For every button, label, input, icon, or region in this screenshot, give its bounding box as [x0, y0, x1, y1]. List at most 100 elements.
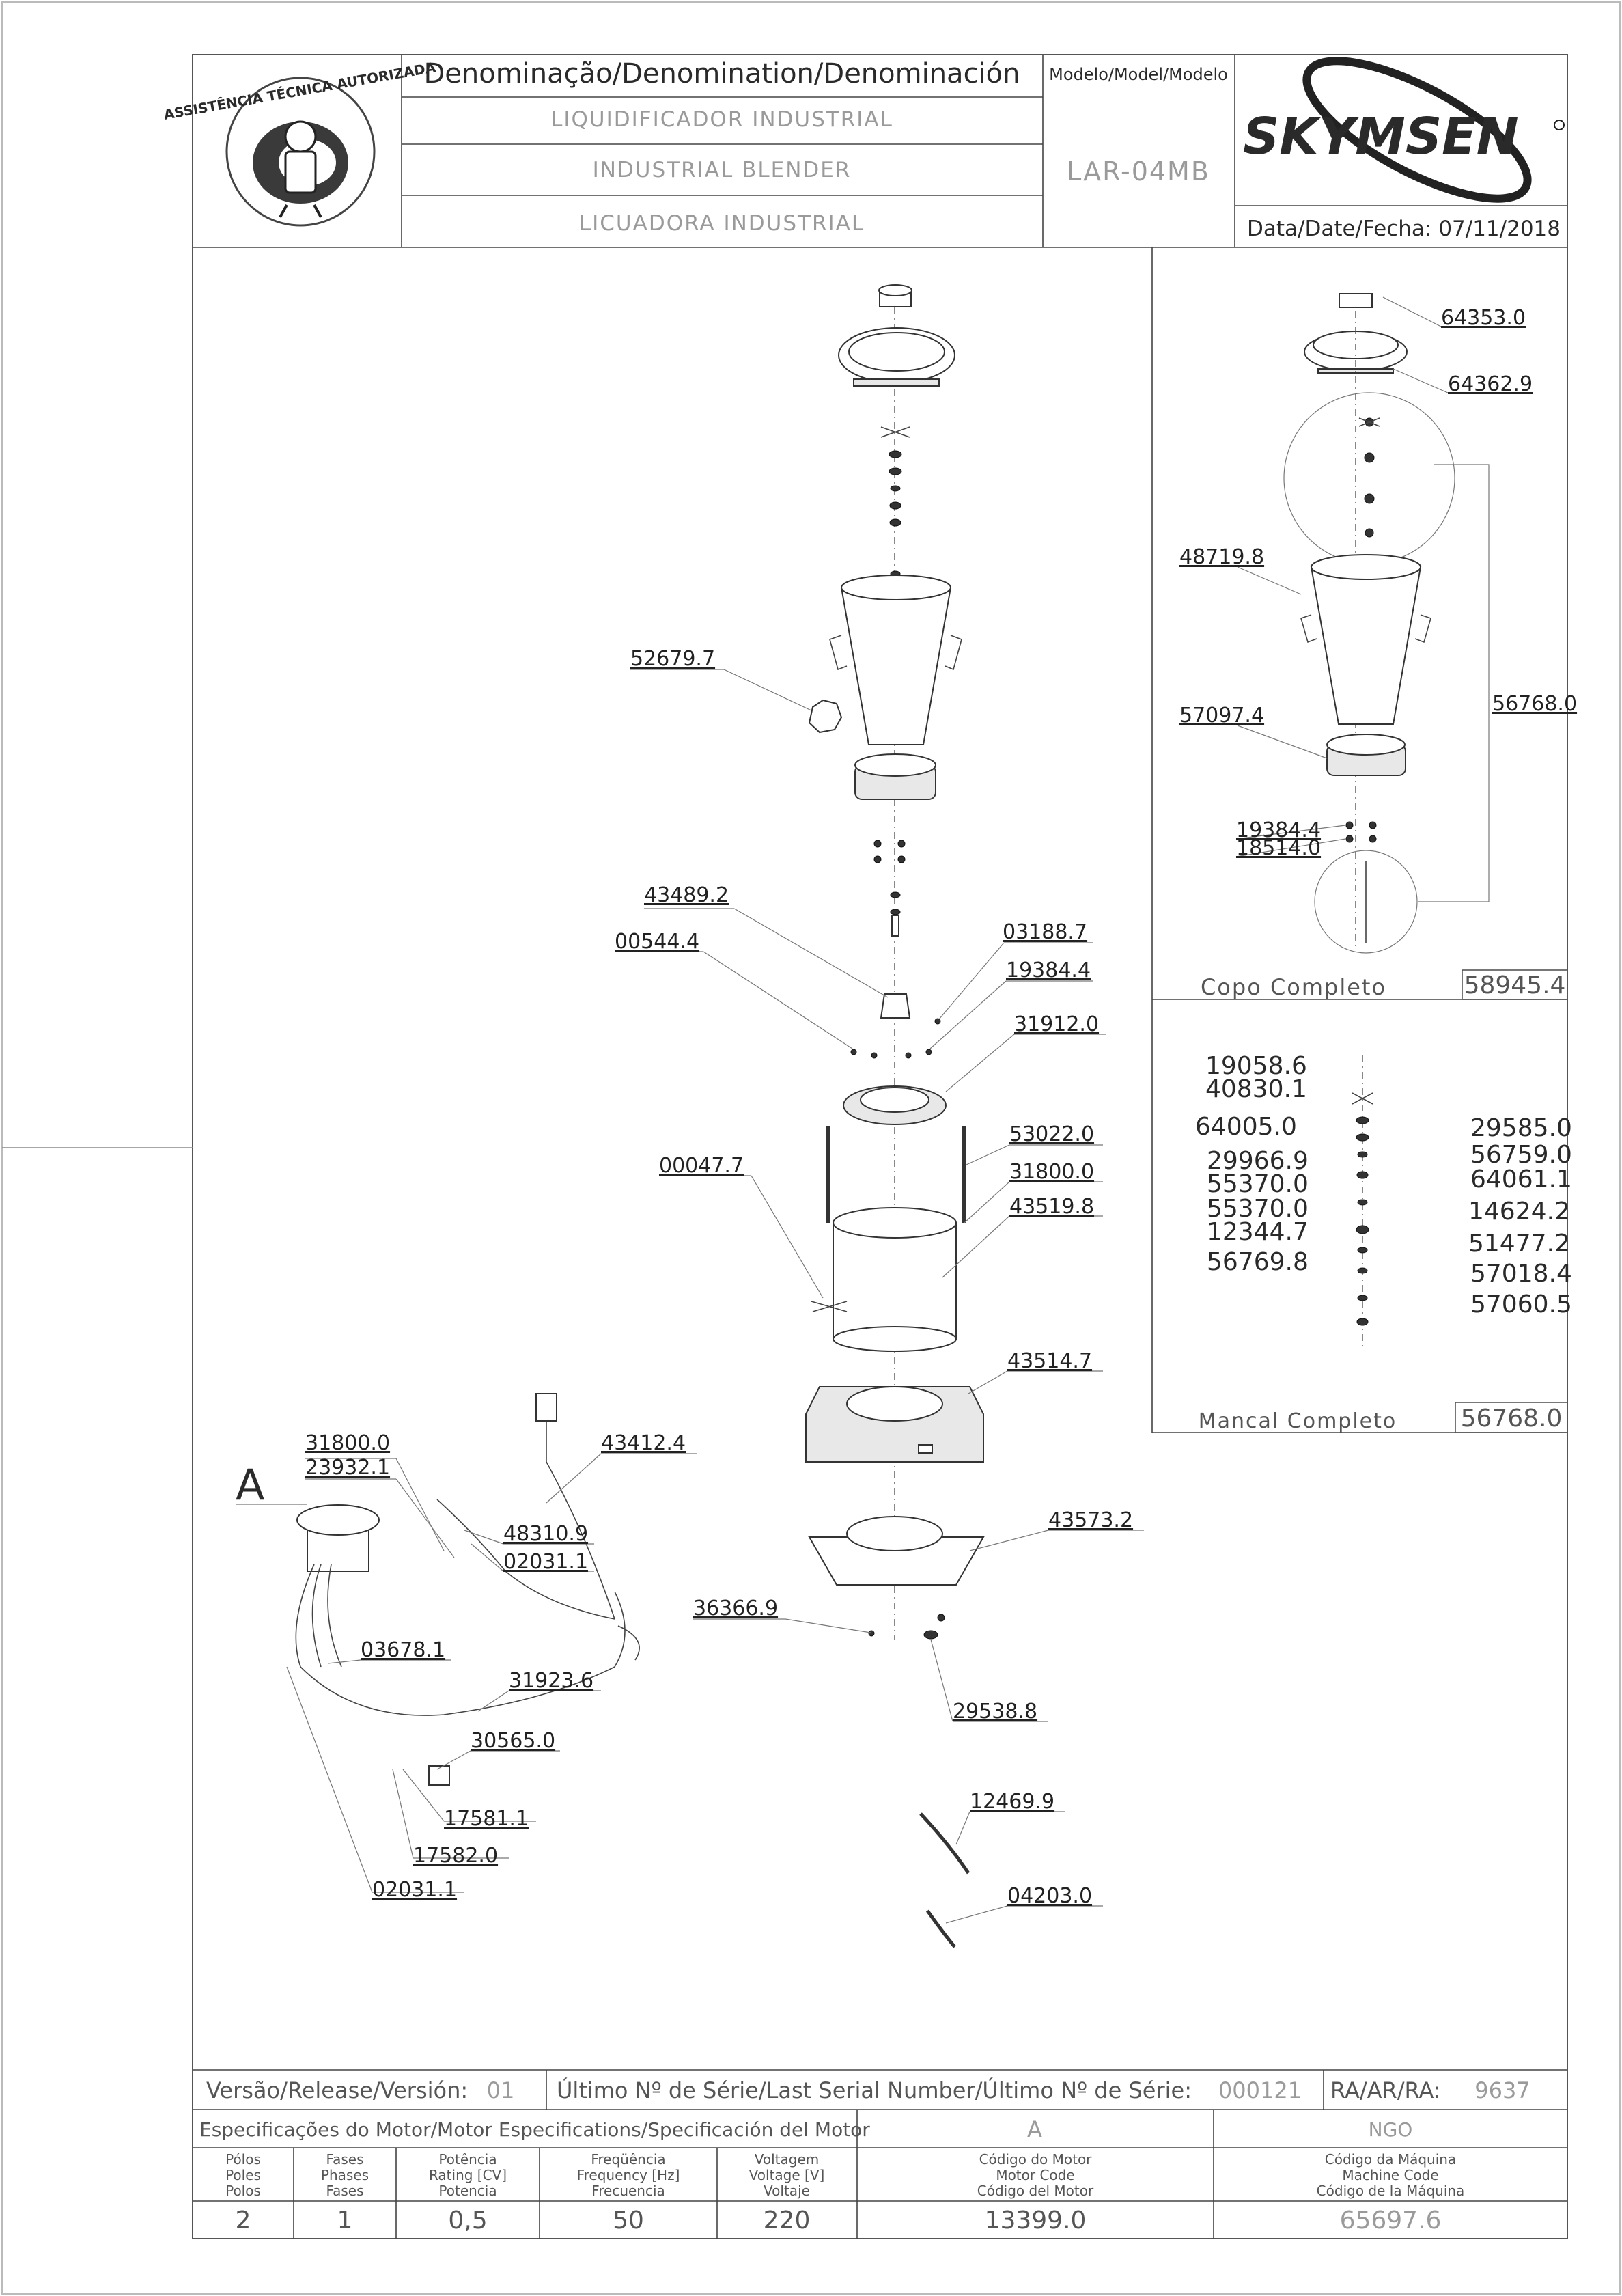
part-label-27: 04203.0	[1007, 1884, 1092, 1908]
date-value: 07/11/2018	[1438, 217, 1561, 241]
part-label-10: 43519.8	[1009, 1195, 1094, 1219]
part-label-1: 52679.7	[630, 647, 715, 671]
part-label-2: 43489.2	[644, 883, 729, 907]
copo-code: 58945.4	[1464, 971, 1566, 999]
machine-code-value: 65697.6	[1340, 2207, 1442, 2235]
mancal-right-code-1: 29585.0	[1470, 1114, 1572, 1142]
authorized-service-seal: ASSISTÊNCIA TÉCNICA AUTORIZADA	[163, 59, 437, 227]
part-label-14: 23932.1	[305, 1456, 390, 1480]
col7-h3: Código de la Máquina	[1317, 2183, 1465, 2199]
part-label-17: 43573.2	[1048, 1508, 1133, 1532]
serial-label: Último Nº de Série/Last Serial Number/Úl…	[557, 2077, 1192, 2103]
col4-h2: Frequency [Hz]	[577, 2167, 680, 2183]
mancal-code: 56768.0	[1461, 1405, 1563, 1433]
col7-h2: Machine Code	[1342, 2167, 1438, 2183]
part-label-26: 12469.9	[970, 1790, 1054, 1814]
col3-h3: Potencia	[438, 2183, 497, 2199]
skymsen-logo: SKYMSEN	[1243, 57, 1565, 203]
poles-value: 2	[236, 2207, 251, 2235]
col5-h3: Voltaje	[764, 2183, 810, 2199]
product-name-en: INDUSTRIAL BLENDER	[593, 158, 852, 182]
copo-label-6: 19384.4	[1236, 818, 1321, 842]
col4-h3: Frecuencia	[591, 2183, 665, 2199]
mancal-right-code-7: 57060.5	[1470, 1290, 1572, 1318]
part-label-18: 36366.9	[693, 1596, 778, 1620]
product-name-pt: LIQUIDIFICADOR INDUSTRIAL	[550, 107, 893, 132]
copo-completo-panel: Copo Completo 58945.4 64353.0 64362.9 48…	[1151, 247, 1577, 1433]
motor-code-value: 13399.0	[985, 2207, 1087, 2235]
part-label-3: 00544.4	[615, 930, 699, 954]
col6-h3: Código del Motor	[977, 2183, 1094, 2199]
ra-label: RA/AR/RA:	[1330, 2077, 1441, 2103]
motor-spec-label: Especificações do Motor/Motor Especifica…	[199, 2118, 870, 2141]
part-label-22: 30565.0	[471, 1729, 555, 1753]
copo-label-5: 56768.0	[1492, 692, 1577, 716]
version-value: 01	[487, 2077, 515, 2103]
voltage-value: 220	[764, 2207, 811, 2235]
part-label-23: 17581.1	[444, 1807, 529, 1831]
mancal-left-code-2: 40830.1	[1205, 1075, 1307, 1103]
mancal-left-code-5: 55370.0	[1207, 1170, 1309, 1198]
copo-label-3: 48719.8	[1179, 545, 1264, 569]
mancal-right-code-4: 14624.2	[1468, 1198, 1570, 1226]
mancal-left-code-8: 56769.8	[1207, 1248, 1309, 1276]
mancal-right-code-3: 64061.1	[1470, 1165, 1572, 1193]
col3-h1: Potência	[438, 2151, 497, 2168]
motor-letter: A	[1027, 2116, 1042, 2142]
part-label-21: 29538.8	[953, 1700, 1037, 1724]
part-label-19: 03678.1	[361, 1638, 445, 1662]
part-label-12: 43412.4	[601, 1431, 686, 1455]
model-label: Modelo/Model/Modelo	[1049, 65, 1228, 84]
main-exploded-view: A 52679.7 43489.2 00544.4 03188.7 19384.…	[236, 284, 1144, 1948]
col5-h2: Voltage [V]	[749, 2167, 825, 2183]
brand-name: SKYMSEN	[1243, 107, 1519, 166]
mancal-left-code-7: 12344.7	[1207, 1218, 1309, 1246]
col2-h1: Fases	[326, 2151, 363, 2168]
col5-h1: Voltagem	[755, 2151, 820, 2168]
part-label-8: 00047.7	[659, 1154, 744, 1178]
mancal-left-code-1: 19058.6	[1205, 1052, 1307, 1080]
part-label-24: 17582.0	[413, 1844, 498, 1868]
product-name-es: LICUADORA INDUSTRIAL	[579, 211, 865, 236]
title-block: Denominação/Denomination/Denominación LI…	[193, 55, 1567, 248]
part-label-20: 31923.6	[509, 1669, 593, 1693]
col6-h1: Código do Motor	[979, 2151, 1093, 2168]
part-label-9: 31800.0	[1009, 1160, 1094, 1184]
version-label: Versão/Release/Versión:	[206, 2077, 468, 2103]
col1-h3: Polos	[225, 2183, 261, 2199]
denomination-heading: Denominação/Denomination/Denominación	[423, 58, 1020, 89]
frequency-value: 50	[613, 2207, 644, 2235]
col4-h1: Freqüência	[591, 2151, 665, 2168]
part-label-25: 02031.1	[372, 1878, 457, 1902]
part-label-15: 48310.9	[503, 1522, 588, 1546]
col6-h2: Motor Code	[996, 2167, 1074, 2183]
col3-h2: Rating [CV]	[429, 2167, 507, 2183]
mancal-right-code-5: 51477.2	[1468, 1230, 1570, 1258]
part-label-5: 19384.4	[1006, 958, 1091, 982]
mancal-left-code-6: 55370.0	[1207, 1195, 1309, 1223]
part-label-6: 31912.0	[1014, 1012, 1099, 1036]
part-label-7: 53022.0	[1009, 1122, 1094, 1146]
copo-label-1: 64353.0	[1441, 306, 1526, 330]
part-label-16: 02031.1	[503, 1550, 588, 1574]
copo-title: Copo Completo	[1201, 974, 1386, 1000]
part-label-11: 43514.7	[1007, 1349, 1092, 1373]
ra-value: 9637	[1474, 2077, 1530, 2103]
col7-h1: Código da Máquina	[1325, 2151, 1456, 2168]
date-label: Data/Date/Fecha:	[1247, 217, 1431, 241]
model-value: LAR-04MB	[1067, 156, 1210, 186]
mancal-title: Mancal Completo	[1199, 1409, 1397, 1433]
col2-h3: Fases	[326, 2183, 363, 2199]
mancal-right-code-6: 57018.4	[1470, 1260, 1572, 1288]
mancal-left-code-4: 29966.9	[1207, 1147, 1309, 1175]
copo-label-7: 18514.0	[1236, 836, 1321, 860]
drawing-frame	[192, 54, 1568, 2239]
col1-h2: Poles	[225, 2167, 261, 2183]
mancal-completo-panel: Mancal Completo 56768.0 19058.6 40830.1 …	[1195, 1052, 1572, 1433]
machine-tag: NGO	[1369, 2118, 1413, 2141]
part-label-13: 31800.0	[305, 1431, 390, 1455]
copo-label-2: 64362.9	[1448, 372, 1533, 396]
phases-value: 1	[337, 2207, 353, 2235]
serial-value: 000121	[1218, 2077, 1302, 2103]
